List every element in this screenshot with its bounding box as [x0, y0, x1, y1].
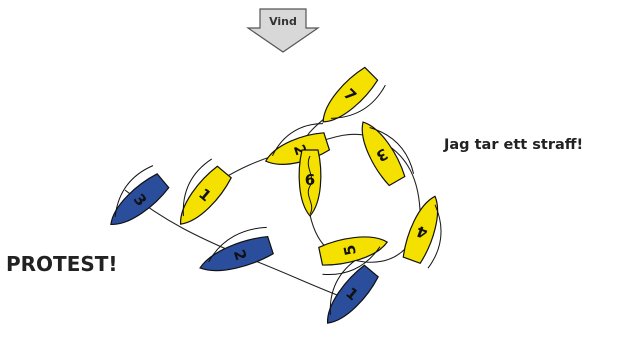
blue-boat-pos-2: 2: [199, 226, 274, 272]
yellow-boat-pos-5-label: 5: [340, 243, 360, 257]
yellow-boat-pos-2: 2: [264, 123, 331, 165]
wind-arrow-shape: [246, 8, 320, 53]
yellow-boat-pos-1: 1: [179, 158, 232, 225]
wind-label: Vind: [269, 15, 297, 28]
yellow-boat-pos-6-label: 6: [305, 171, 315, 189]
yellow-boat-pos-7: 7: [322, 66, 386, 123]
blue-boat-pos-1: 1: [326, 257, 379, 324]
yellow-boat-pos-6: 6: [298, 149, 322, 217]
yellow-boat-pos-5: 5: [318, 236, 389, 276]
yellow-boat-pos-4: 4: [402, 195, 442, 269]
wind-arrow: Vind: [246, 8, 320, 53]
penalty-callout: Jag tar ett straff!: [444, 137, 584, 153]
yellow-boat-pos-3: 3: [361, 121, 415, 187]
protest-callout: PROTEST!: [6, 252, 118, 276]
blue-boat-pos-3: 3: [110, 165, 170, 226]
